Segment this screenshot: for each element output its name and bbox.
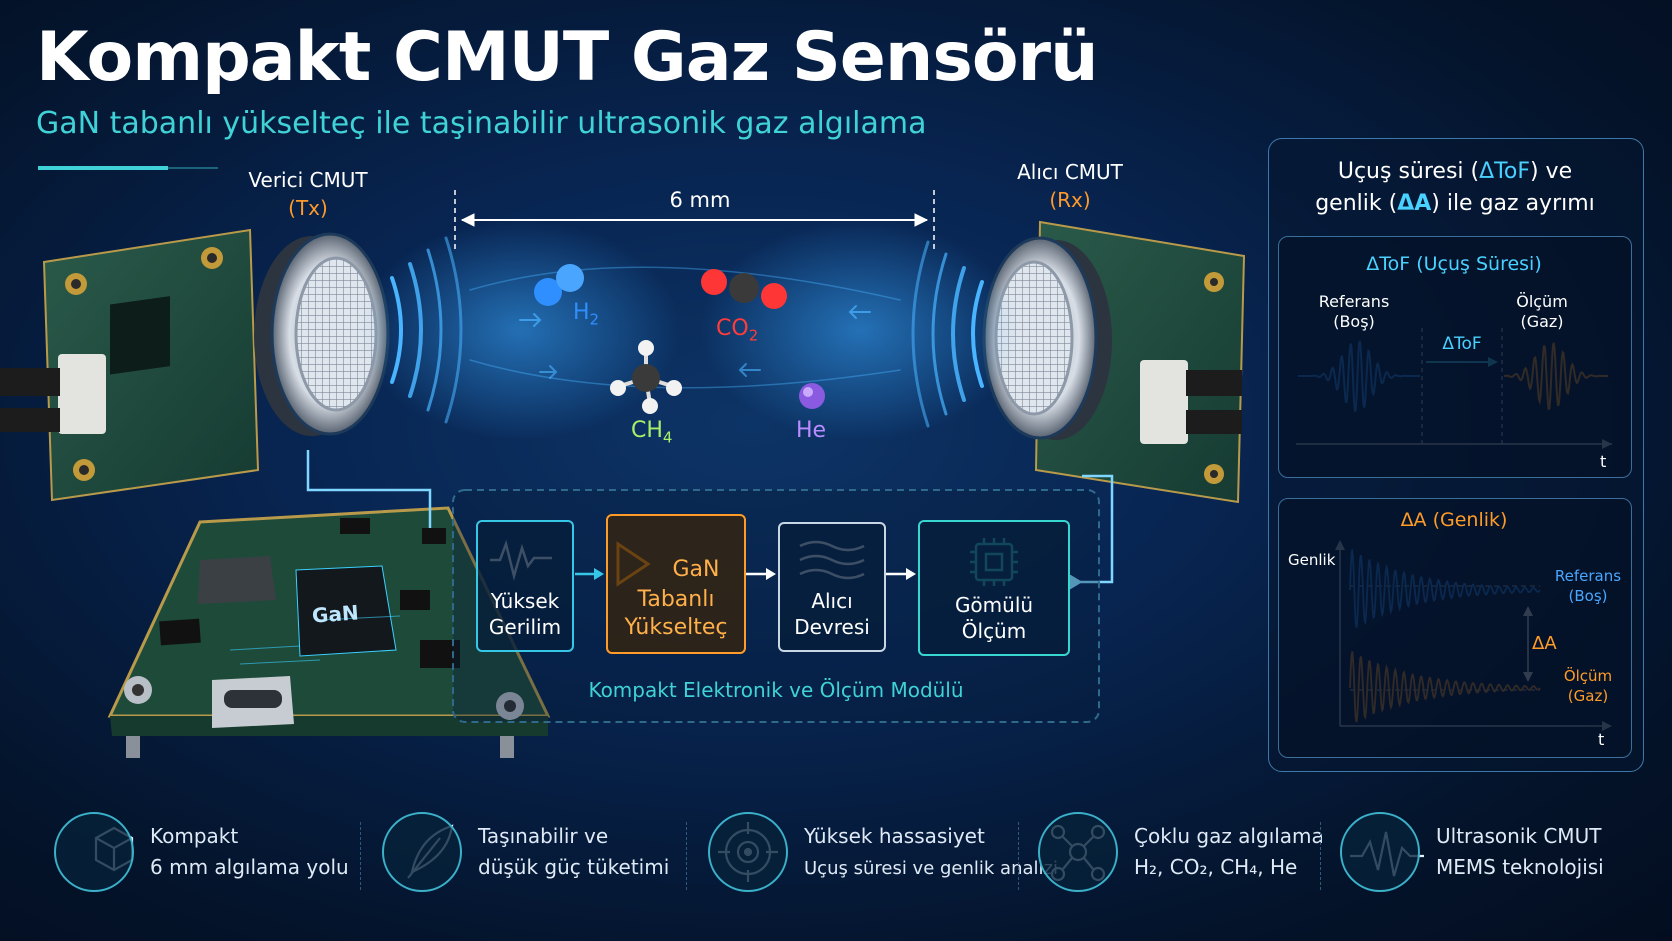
amp-reference-label: Referans (Boş) xyxy=(1554,567,1622,605)
signal-wires xyxy=(306,450,1114,591)
gas-label-he: He xyxy=(796,418,827,443)
amp-measurement-label: Ölçüm (Gaz) xyxy=(1563,667,1613,705)
feature-multigas-title: Çoklu gaz algılama xyxy=(1134,824,1324,848)
gas-label-h2: H2 xyxy=(573,300,600,329)
transmitter-label: Verici CMUT (Tx) xyxy=(228,168,388,220)
feature-compact: Kompakt 6 mm algılama yolu xyxy=(54,812,349,892)
feather-icon xyxy=(382,812,462,892)
block-high-voltage: Yüksek Gerilim xyxy=(476,520,574,652)
amp-t-axis: t xyxy=(1598,730,1605,749)
distance-label: 6 mm xyxy=(669,188,731,212)
transmitter-cmut xyxy=(0,228,390,502)
amp-subpanel xyxy=(1278,498,1632,758)
molecule-h2-icon xyxy=(534,264,584,306)
gas-label-co2: CO2 xyxy=(716,316,759,345)
receiver-cmut xyxy=(982,220,1246,504)
tof-reference-label: Referans (Boş) xyxy=(1318,292,1390,331)
block-embedded-measurement: Gömülü Ölçüm xyxy=(918,520,1070,656)
crosshair-icon xyxy=(708,812,788,892)
receiver-label: Alıcı CMUT (Rx) xyxy=(990,160,1150,212)
page-title: Kompakt CMUT Gaz Sensörü xyxy=(36,18,1098,97)
module-caption: Kompakt Elektronik ve Ölçüm Modülü xyxy=(588,678,964,702)
panel-title: Uçuş süresi (ΔToF) ve genlik (ΔA) ile ga… xyxy=(1315,159,1595,216)
tof-title: ΔToF (Uçuş Süresi) xyxy=(1366,253,1542,275)
molecule-ch4-icon xyxy=(610,340,682,414)
feature-sensitivity-title: Yüksek hassasiyet xyxy=(804,823,985,848)
feature-multigas-desc: H₂, CO₂, CH₄, He xyxy=(1134,855,1298,879)
molecule-co2-icon xyxy=(701,269,787,309)
feature-cmut-title: Ultrasonik CMUT xyxy=(1436,824,1602,848)
tof-delta-label: ΔToF xyxy=(1442,334,1482,354)
amp-title: ΔA (Genlik) xyxy=(1400,509,1508,531)
amp-y-axis: Genlik xyxy=(1288,551,1336,569)
page-subtitle: GaN tabanlı yükselteç ile taşinabilir ul… xyxy=(36,106,927,141)
block-arrows xyxy=(575,568,916,580)
ultrasonic-waves xyxy=(360,220,1020,440)
distance-dimension xyxy=(454,190,935,250)
molecule-icon xyxy=(1038,812,1118,892)
electronics-board xyxy=(107,506,551,758)
tof-measurement-label: Ölçüm (Gaz) xyxy=(1516,292,1568,331)
cube-icon xyxy=(54,812,134,892)
tof-subpanel xyxy=(1278,236,1632,478)
feature-sensitivity-desc: Uçuş süresi ve genlik analizi xyxy=(804,857,1058,879)
feature-portable: Taşınabilir ve düşük güç tüketimi xyxy=(382,812,669,892)
block-receiver-circuit: Alıcı Devresi xyxy=(778,522,886,652)
receiver-name: Alıcı CMUT xyxy=(1017,160,1123,184)
gas-label-ch4: CH4 xyxy=(631,418,673,447)
gan-chip-label: GaN xyxy=(311,600,360,628)
molecule-he-icon xyxy=(799,383,825,409)
feature-portable-title: Taşınabilir ve xyxy=(478,824,609,848)
transmitter-code: (Tx) xyxy=(288,196,328,220)
receiver-code: (Rx) xyxy=(1049,188,1091,212)
feature-cmut: Ultrasonik CMUT MEMS teknolojisi xyxy=(1340,812,1604,892)
amp-delta-label: ΔA xyxy=(1532,633,1557,654)
transmitter-name: Verici CMUT xyxy=(248,168,368,192)
tof-t-axis: t xyxy=(1600,452,1607,471)
waveform-icon xyxy=(1340,812,1420,892)
block-gan-amplifier: GaN Tabanlı Yükselteç xyxy=(606,514,746,654)
feature-cmut-desc: MEMS teknolojisi xyxy=(1436,855,1604,879)
feature-compact-title: Kompakt xyxy=(150,824,239,848)
feature-portable-desc: düşük güç tüketimi xyxy=(478,855,670,879)
feature-compact-desc: 6 mm algılama yolu xyxy=(150,855,349,879)
